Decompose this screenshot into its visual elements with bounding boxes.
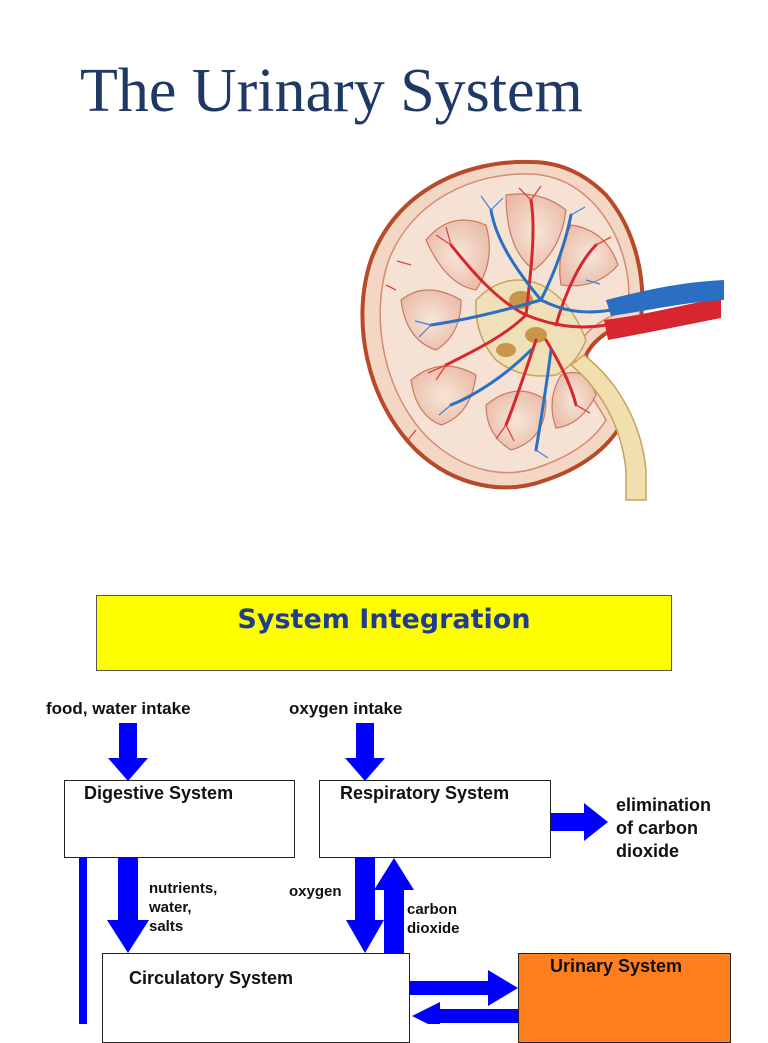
nutrients-water-salts-label: nutrients, water, salts [149,879,217,936]
nutrients-line-1: nutrients, [149,880,218,897]
oxygen-intake-label: oxygen intake [289,699,403,718]
carbon-line-1: carbon [407,901,458,918]
elimination-carbon-dioxide-label: elimination of carbon dioxide [616,794,711,863]
circulatory-system-label: Circulatory System [129,968,294,988]
page-title: The Urinary System [80,57,583,125]
arrow-respiratory-to-elimination [551,803,608,841]
circulatory-system-box: Circulatory System [102,953,410,1043]
nutrients-line-2: water, [149,899,192,916]
digestive-system-box: Digestive System [64,780,295,858]
oxygen-label: oxygen [289,883,342,900]
respiratory-system-label: Respiratory System [340,783,510,803]
digestive-system-label: Digestive System [84,783,234,803]
nutrients-line-3: salts [149,918,184,935]
arrow-food-to-digestive [108,723,148,781]
arrow-digestive-to-circulatory [107,858,149,953]
elimination-line-2: of carbon [616,818,699,838]
arrow-respiratory-to-circulatory [346,858,384,953]
kidney-illustration [360,159,724,501]
urinary-system-label: Urinary System [550,956,683,976]
urinary-system-box: Urinary System [518,953,731,1043]
arrow-circulatory-to-respiratory [374,858,414,953]
food-water-intake-label: food, water intake [46,699,191,718]
carbon-dioxide-label: carbon dioxide [407,900,460,938]
carbon-line-2: dioxide [407,920,460,937]
elimination-line-3: dioxide [616,841,680,861]
arrow-circulatory-to-urinary [410,970,518,1006]
system-integration-banner: System Integration [96,595,672,671]
elimination-line-1: elimination [616,795,712,815]
arrow-urinary-to-circulatory [412,1002,518,1024]
left-vertical-line [79,858,87,1024]
respiratory-system-box: Respiratory System [319,780,551,858]
banner-title: System Integration [237,604,531,635]
arrow-oxygen-to-respiratory [345,723,385,781]
